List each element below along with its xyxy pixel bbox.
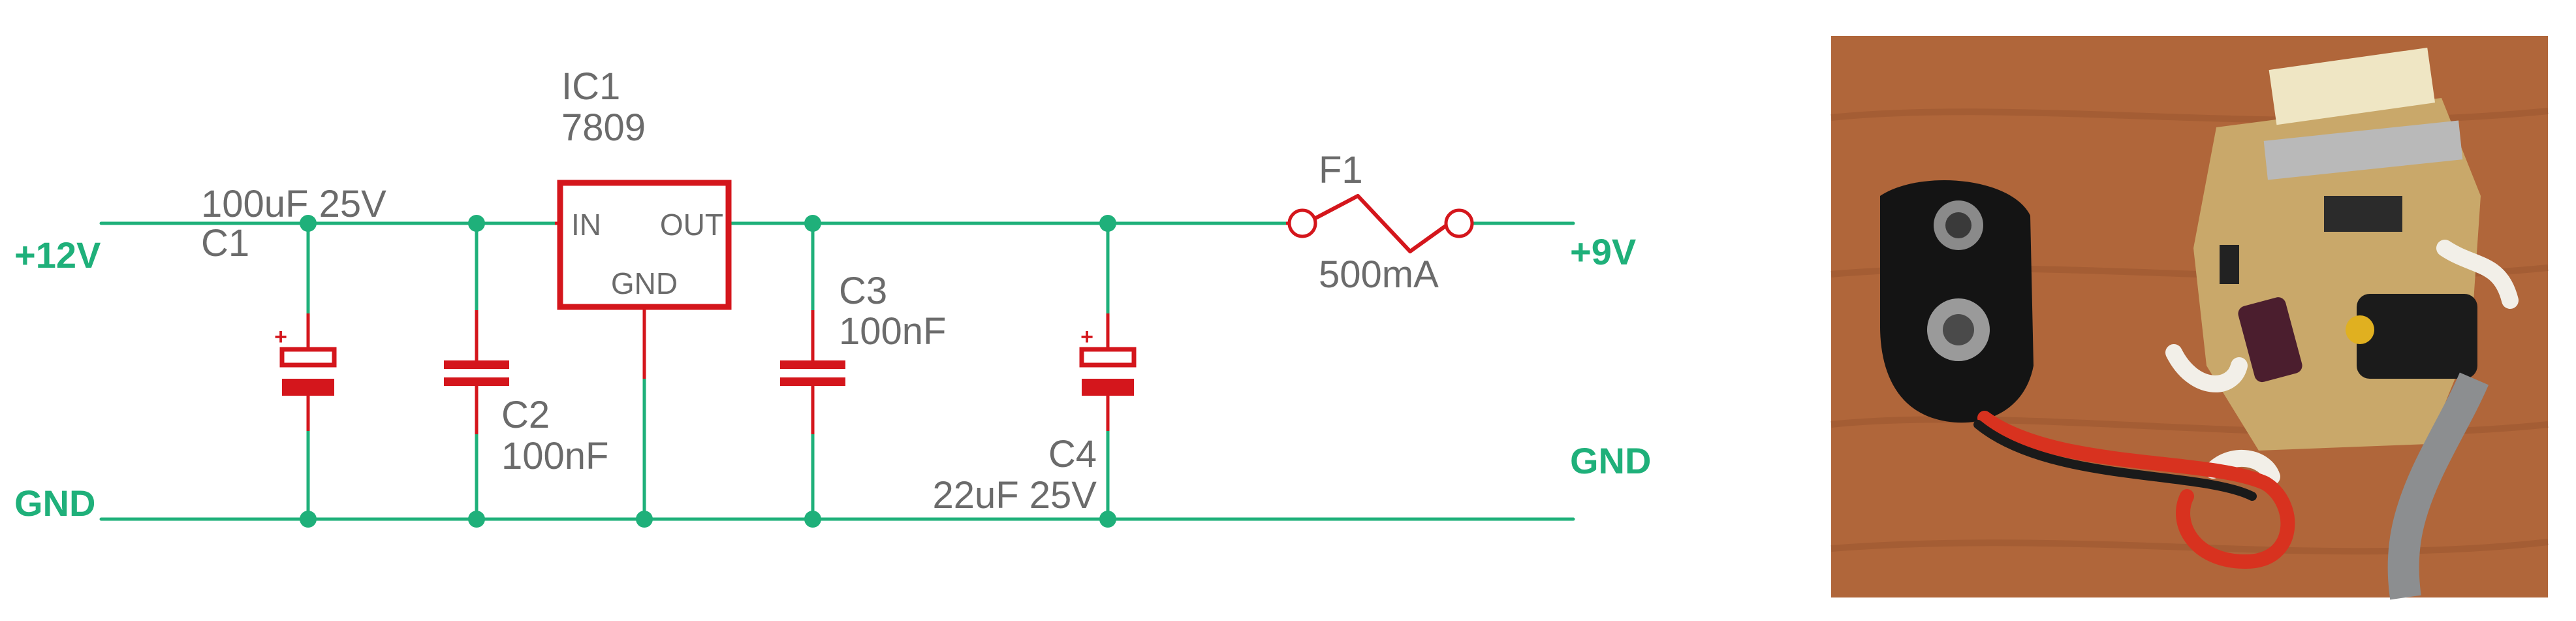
ic1-value-label: 7809 [561,106,646,149]
ic-pin-gnd-label: GND [611,266,678,300]
c2-value-label: 100nF [501,435,608,477]
ic-pin-out-label: OUT [660,208,723,242]
red-wire [1977,411,2295,569]
fuse-clip [2263,120,2463,180]
junction-dot [804,511,821,528]
c4-ref-label: C4 [1048,433,1097,475]
polarity-plus-mark: + [1080,325,1093,349]
c2-ref-label: C2 [501,394,550,436]
grey-cable [2387,372,2489,600]
net-label-vout: +9V [1570,231,1636,272]
ceramic-cap [2220,245,2239,284]
c1-value-label: 100uF 25V [201,183,386,225]
ic-pin-in-label: IN [571,208,601,242]
fuse-holder [2269,47,2436,125]
junction-dot [468,215,485,232]
c3-value-label: 100nF [839,310,946,353]
junction-dot [804,215,821,232]
c4-value-label: 22uF 25V [932,474,1097,517]
ceramic-cap-yellow [2346,315,2374,344]
junction-dot [300,215,317,232]
snap-terminal [1945,212,1971,238]
regulator-chip [2324,196,2402,232]
regulator-ic1-symbol: IN OUT GND [555,180,732,379]
junction-dot [300,511,317,528]
f1-ref-label: F1 [1319,149,1363,191]
junction-dot [636,511,653,528]
black-wire [1973,420,2257,501]
fuse-terminal [1287,208,1317,238]
capacitor-c2-symbol [444,310,509,434]
polarity-plus-mark: + [274,325,287,349]
net-label-gnd-right: GND [1570,440,1651,481]
junctions [300,215,1116,528]
capacitor-c3-symbol [780,310,845,434]
net-label-vin: +12V [14,234,101,276]
snap-terminal [1943,314,1974,345]
ic1-ref-label: IC1 [561,65,620,108]
c1-ref-label: C1 [201,222,249,264]
net-label-gnd-left: GND [14,483,95,524]
junction-dot [1099,511,1116,528]
assembled-board-photo [1830,36,2549,600]
electrolytic-cap-large [2357,294,2477,379]
fuse-terminal [1444,208,1474,238]
capacitor-c1-symbol: + [274,313,337,431]
c3-ref-label: C3 [839,270,887,312]
junction-dot [1099,215,1116,232]
capacitor-c4-symbol: + [1079,313,1137,431]
junction-dot [468,511,485,528]
fuse-f1-symbol [1286,194,1474,253]
wood-grain [1830,108,2549,555]
electrolytic-cap-small [2238,297,2302,383]
wires [99,221,1575,521]
f1-value-label: 500mA [1319,253,1439,296]
